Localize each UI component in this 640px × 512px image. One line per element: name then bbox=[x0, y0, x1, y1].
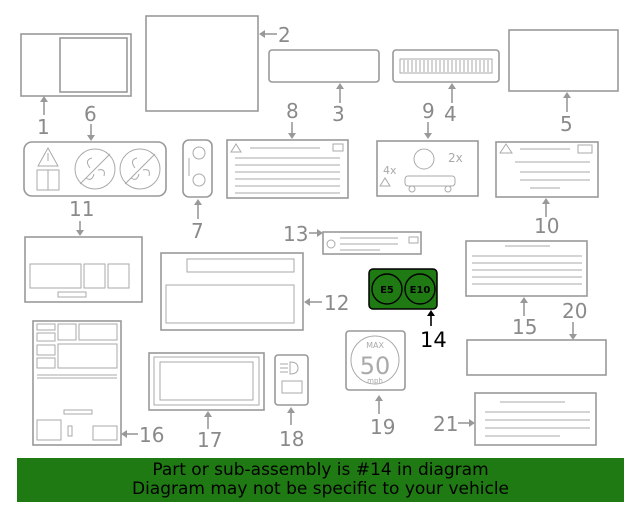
part-21-label[interactable]: 21 bbox=[433, 392, 597, 446]
max-text: MAX bbox=[366, 341, 384, 350]
callout-13: 13 bbox=[283, 222, 308, 246]
part-1-label[interactable]: 1 bbox=[20, 33, 132, 139]
callout-7: 7 bbox=[191, 219, 204, 243]
callout-15: 15 bbox=[512, 315, 537, 339]
part-3-label[interactable]: 3 bbox=[268, 49, 380, 126]
manual-book-icon bbox=[36, 169, 60, 191]
part-14-fuel-label[interactable]: E5 E10 14 bbox=[368, 268, 447, 352]
tire-4x-label: 4x bbox=[383, 164, 397, 177]
e5-text: E5 bbox=[380, 285, 394, 296]
callout-12: 12 bbox=[324, 291, 349, 315]
callout-6: 6 bbox=[84, 102, 97, 126]
car-tow-icon bbox=[404, 175, 456, 193]
callout-19: 19 bbox=[370, 415, 395, 439]
tire-2x-label: 2x bbox=[448, 151, 463, 165]
info-banner: Part or sub-assembly is #14 in diagram D… bbox=[17, 458, 624, 502]
no-fan-icon bbox=[119, 148, 161, 190]
callout-9: 9 bbox=[422, 99, 435, 123]
banner-line-1: Part or sub-assembly is #14 in diagram bbox=[152, 460, 489, 480]
callout-20: 20 bbox=[562, 299, 587, 323]
part-7-label[interactable]: 7 bbox=[182, 139, 213, 243]
callout-14: 14 bbox=[420, 328, 447, 352]
part-19-label[interactable]: MAX 50 mph 19 bbox=[345, 330, 406, 439]
part-5-label[interactable]: 5 bbox=[508, 29, 619, 136]
part-15-label[interactable]: 15 bbox=[465, 240, 588, 339]
callout-5: 5 bbox=[560, 112, 573, 136]
callout-21: 21 bbox=[433, 412, 458, 436]
callout-2: 2 bbox=[278, 23, 291, 47]
part-18-label[interactable]: 18 bbox=[274, 354, 309, 451]
callout-4: 4 bbox=[444, 102, 457, 126]
part-20-label[interactable]: 20 bbox=[466, 299, 607, 376]
part-2-label[interactable]: 2 bbox=[145, 15, 291, 112]
part-16-label[interactable]: 16 bbox=[32, 320, 164, 447]
e10-text: E10 bbox=[410, 285, 431, 296]
callout-8: 8 bbox=[286, 99, 299, 123]
callout-18: 18 bbox=[279, 427, 304, 451]
callout-11: 11 bbox=[69, 197, 94, 221]
speed-value-text: 50 bbox=[360, 352, 391, 380]
callout-1: 1 bbox=[37, 115, 50, 139]
engine-icon bbox=[281, 380, 303, 394]
part-6-label[interactable]: 6 bbox=[23, 102, 167, 197]
part-10-label[interactable]: 10 bbox=[495, 141, 599, 238]
callout-3: 3 bbox=[332, 102, 345, 126]
part-9-label[interactable]: 9 4x 2x bbox=[376, 99, 479, 197]
callout-16: 16 bbox=[139, 423, 164, 447]
part-13-label[interactable]: 13 bbox=[283, 222, 422, 255]
part-12-label[interactable]: 12 bbox=[160, 252, 349, 331]
mph-text: mph bbox=[367, 377, 383, 385]
callout-17: 17 bbox=[197, 428, 222, 452]
headlight-icon bbox=[280, 361, 299, 375]
banner-line-2: Diagram may not be specific to your vehi… bbox=[131, 479, 509, 499]
part-4-label[interactable]: 4 bbox=[392, 49, 500, 126]
warning-triangle-icon bbox=[37, 146, 59, 167]
part-11-label[interactable]: 11 bbox=[24, 197, 143, 303]
part-17-label[interactable]: 17 bbox=[148, 352, 265, 452]
part-8-label[interactable]: 8 bbox=[226, 99, 349, 199]
no-fan-icon bbox=[74, 148, 116, 190]
callout-10: 10 bbox=[534, 214, 559, 238]
